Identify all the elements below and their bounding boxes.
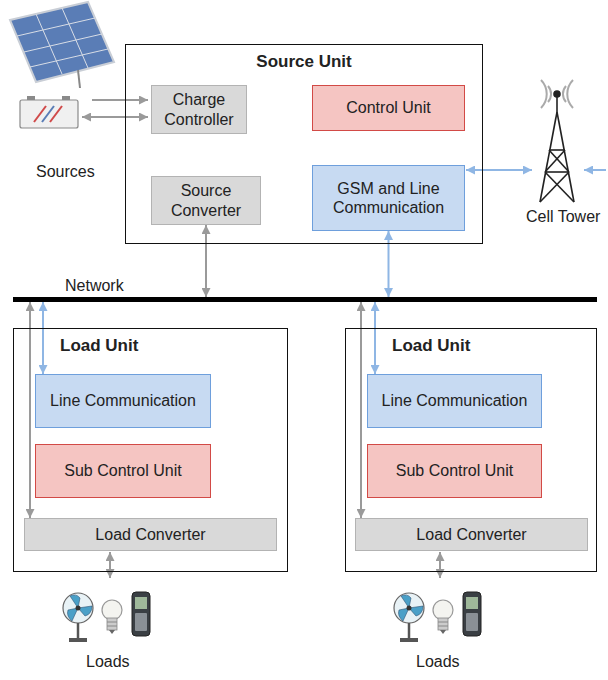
- converter-box: Charge Controller: [151, 85, 247, 134]
- unit-box: Load UnitLine CommunicationSub Control U…: [13, 328, 288, 572]
- box-label: Sub Control Unit: [396, 461, 513, 480]
- unit-heading: Load Unit: [392, 336, 470, 356]
- cell-tower-icon: [540, 91, 574, 202]
- solar-panel: [10, 2, 114, 88]
- unit-heading: Source Unit: [126, 52, 482, 72]
- connector-arrow: [374, 302, 376, 374]
- communication-box: Line Communication: [35, 374, 211, 428]
- box-label: Line Communication: [50, 391, 196, 410]
- load-icons: [63, 592, 150, 642]
- connector-arrow: [29, 302, 31, 518]
- converter-box: Load Converter: [355, 518, 588, 551]
- control-box: Control Unit: [312, 85, 465, 131]
- converter-box: Load Converter: [24, 518, 277, 551]
- load-icons: [394, 592, 481, 642]
- connector-arrow: [205, 225, 207, 297]
- box-label: Load Converter: [416, 525, 526, 544]
- unit-box: Load UnitLine CommunicationSub Control U…: [345, 328, 597, 572]
- connector-arrow: [388, 231, 390, 297]
- control-box: Sub Control Unit: [367, 444, 542, 498]
- signal-waves: [541, 80, 573, 108]
- box-label: Charge Controller: [157, 90, 241, 128]
- unit-box: Source UnitCharge Controller Control Unit…: [125, 44, 483, 244]
- box-label: Load Converter: [95, 525, 205, 544]
- control-box: Sub Control Unit: [35, 444, 211, 498]
- box-label: GSM and Line Communication: [318, 179, 459, 217]
- sources-label: Sources: [36, 162, 95, 181]
- box-label: Source Converter: [157, 181, 255, 219]
- network-label: Network: [65, 276, 124, 295]
- battery-icon: [20, 96, 78, 128]
- box-label: Control Unit: [346, 98, 430, 117]
- connector-arrow: [42, 302, 44, 374]
- communication-box: Line Communication: [367, 374, 542, 428]
- power-arrow: [92, 99, 148, 101]
- load-arrow: [109, 552, 111, 578]
- gsm-outer-arrow: [584, 169, 606, 171]
- battery-arrow: [82, 116, 148, 118]
- box-label: Line Communication: [382, 391, 528, 410]
- box-label: Sub Control Unit: [64, 461, 181, 480]
- gsm-link-arrow: [466, 169, 532, 171]
- connector-arrow: [360, 302, 362, 518]
- tower-label: Cell Tower: [526, 207, 600, 226]
- load-arrow: [439, 552, 441, 578]
- unit-heading: Load Unit: [60, 336, 138, 356]
- converter-box: Source Converter: [151, 176, 261, 225]
- communication-box: GSM and Line Communication: [312, 165, 465, 231]
- network-bus: Network: [13, 297, 597, 302]
- loads-label: Loads: [86, 652, 130, 671]
- loads-label: Loads: [416, 652, 460, 671]
